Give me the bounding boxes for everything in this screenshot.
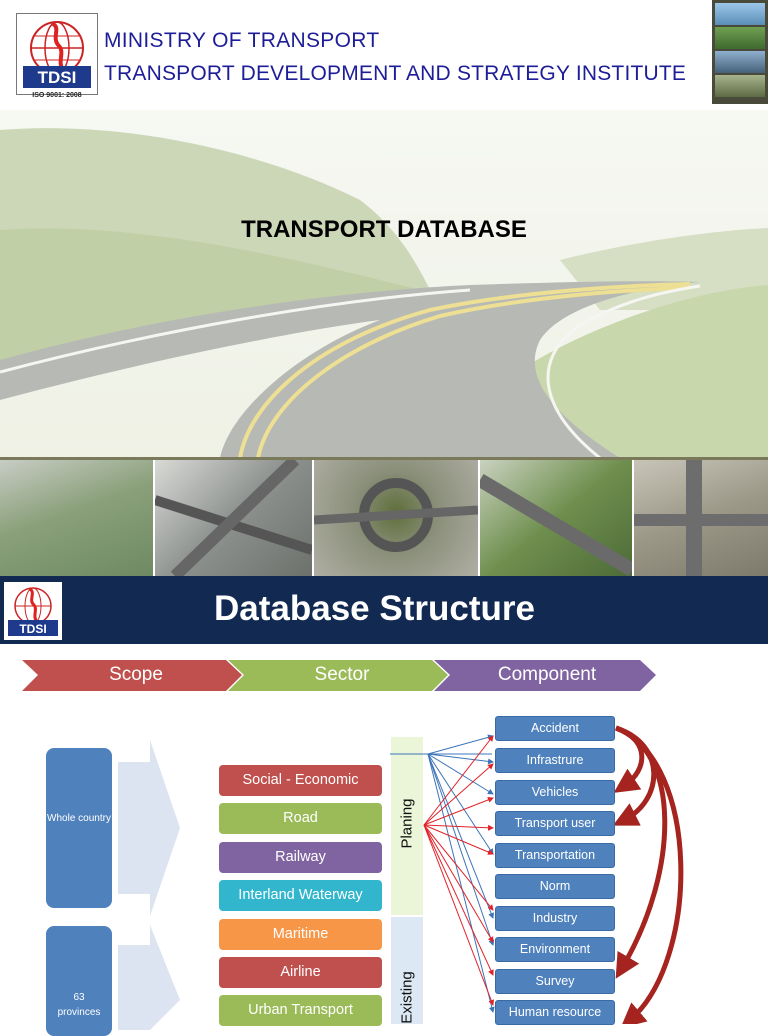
city-model-photo	[0, 460, 153, 576]
component-environment: Environment	[495, 937, 615, 962]
hero-title: TRANSPORT DATABASE	[241, 216, 527, 243]
component-survey: Survey	[495, 969, 615, 994]
ministry-title: MINISTRY OF TRANSPORT	[104, 29, 380, 52]
planing-bar: Planing	[391, 737, 423, 915]
svg-text:TDSI: TDSI	[38, 68, 77, 87]
component-vehicles: Vehicles	[495, 780, 615, 805]
tdsi-logo: TDSI	[16, 13, 98, 95]
scope-arrows	[118, 740, 180, 1030]
existing-bar: Existing	[391, 917, 423, 1024]
iso-label: ISO 9001: 2008	[32, 92, 82, 99]
institute-title: TRANSPORT DEVELOPMENT AND STRATEGY INSTI…	[104, 62, 687, 85]
banner-tdsi-logo: TDSI	[4, 582, 62, 640]
connector-arrows	[390, 725, 684, 1024]
slide-title: Database Structure	[214, 589, 535, 628]
component-accident: Accident	[495, 716, 615, 741]
sector-chevron	[228, 660, 448, 691]
scope-whole-country: Whole country	[46, 748, 112, 908]
sector-maritime: Maritime	[219, 919, 382, 950]
scope-63-provinces-label: 63 provinces	[57, 992, 101, 1018]
sector-urban-transport: Urban Transport	[219, 995, 382, 1026]
scope-whole-country-label: Whole country	[47, 813, 111, 824]
component-label: Component	[497, 664, 597, 685]
sector-railway: Railway	[219, 842, 382, 873]
photo-strip	[0, 460, 768, 576]
roundabout-photo	[314, 460, 478, 576]
component-transport-user: Transport user	[495, 811, 615, 836]
header-thumbnail-strip	[712, 0, 768, 104]
component-industry: Industry	[495, 906, 615, 931]
header	[0, 0, 768, 110]
component-transportation: Transportation	[495, 843, 615, 868]
component-human-resource: Human resource	[495, 1000, 615, 1025]
intersection-photo	[634, 460, 768, 576]
scope-label: Scope	[109, 664, 163, 685]
road-hero-image	[0, 110, 768, 458]
sector-interland-waterway: Interland Waterway	[219, 880, 382, 911]
highway-interchange-photo	[155, 460, 312, 576]
scope-chevron	[22, 660, 242, 691]
component-norm: Norm	[495, 874, 615, 899]
sector-label: Sector	[314, 664, 370, 685]
component-infrastrure: Infrastrure	[495, 748, 615, 773]
component-chevron	[434, 660, 656, 691]
sector-social-economic: Social - Economic	[219, 765, 382, 796]
sector-airline: Airline	[219, 957, 382, 988]
plane-thumbnail	[715, 3, 765, 25]
divider	[0, 457, 768, 460]
highway-thumbnail	[715, 75, 765, 97]
expressway-photo	[480, 460, 632, 576]
slide-banner	[0, 576, 768, 644]
svg-text:TDSI: TDSI	[19, 622, 46, 636]
road-thumbnail	[715, 27, 765, 49]
ship-thumbnail	[715, 51, 765, 73]
chevron-flow	[22, 660, 656, 691]
sector-road: Road	[219, 803, 382, 834]
scope-63-provinces: 63 provinces	[46, 926, 112, 1036]
